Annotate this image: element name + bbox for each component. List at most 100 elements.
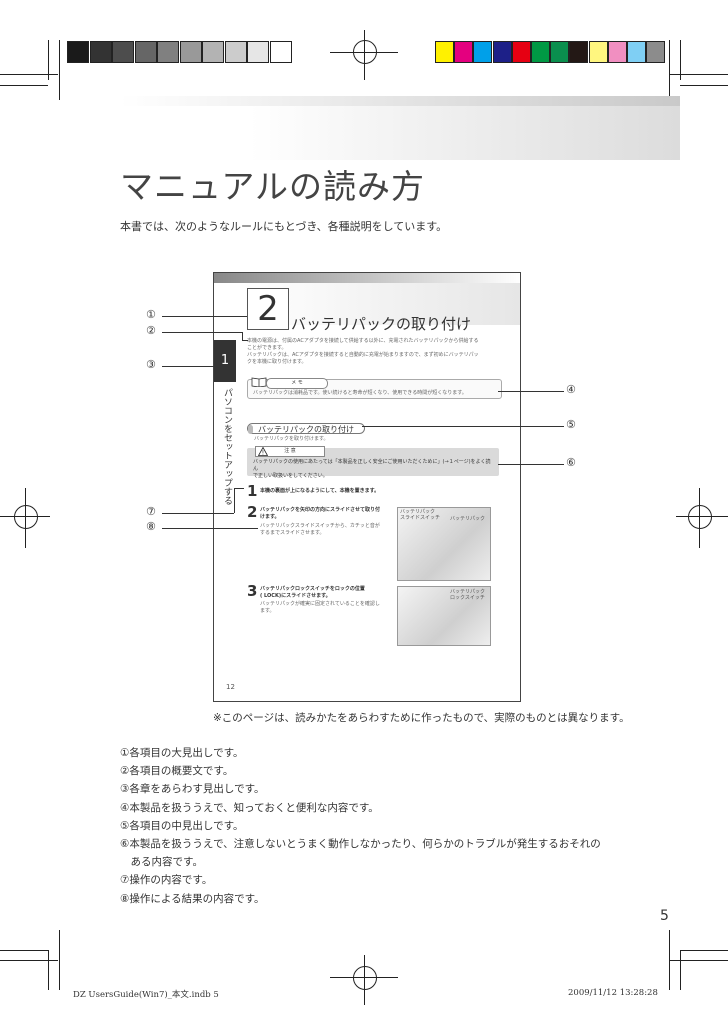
color-swatch [588, 41, 608, 63]
sample-page-number: 12 [226, 683, 235, 691]
page-number: 5 [660, 908, 669, 924]
sample-memo-label: メ モ [266, 378, 328, 389]
header-gradient-band [250, 106, 680, 160]
svg-text:!: ! [262, 450, 264, 456]
callout-8: ⑧ [146, 520, 156, 533]
sample-photo1-caption-line: スライドスイッチ [400, 515, 441, 521]
sample-step2-number: 2 [247, 503, 258, 521]
legend-item: ②各項目の概要文です。 [120, 765, 234, 778]
sample-overview-line: バッテリパックは、ACアダプタを接続すると自動的に充電が始まりますので、まず初め… [247, 352, 479, 358]
callout-6-line [498, 464, 564, 465]
sample-subheading-cap [248, 425, 253, 434]
sample-caution-label-text: 注 意 [284, 448, 296, 454]
callout-4-line [498, 391, 564, 392]
sample-photo1-caption-right: バッテリパック [450, 516, 486, 522]
color-swatch [627, 41, 646, 63]
gray-swatch [179, 41, 202, 63]
registration-mark-left [14, 505, 38, 529]
book-icon [251, 377, 267, 387]
sample-caution-text: バッテリパックの使用にあたっては「本製品を正しく安全にご使用いただくために」(→… [253, 459, 493, 480]
legend-list: ①各項目の大見出しです。 ②各項目の概要文です。 ③各章をあらわす見出しです。 … [120, 744, 601, 908]
callout-2-line-end [242, 340, 248, 341]
callout-2-line [162, 332, 242, 333]
sample-caution-box: ! 注 意 バッテリパックの使用にあたっては「本製品を正しく安全にご使用いただく… [247, 446, 499, 479]
callout-1-line [162, 316, 247, 317]
sample-step3-text-line: バッテリパックロックスイッチをロックの位置 [260, 586, 365, 592]
callout-7-line-end [234, 488, 244, 489]
sample-chapter-title: バッテリパックの取り付け [291, 315, 472, 333]
sample-step3-text: バッテリパックロックスイッチをロックの位置 ( LOCK)にスライドさせます。 [260, 586, 365, 600]
callout-3: ③ [146, 358, 156, 371]
callout-8-line [162, 528, 258, 529]
callout-7-line [162, 513, 234, 514]
sample-photo1-caption-left: バッテリパック スライドスイッチ [400, 509, 440, 521]
sample-memo-text: バッテリパックは消耗品です。使い続けると寿命が短くなり、使用できる時間が短くなり… [253, 390, 467, 396]
color-swatch [569, 41, 589, 63]
sample-photo1-caption-line: バッテリパック [400, 509, 436, 515]
gray-swatch [269, 41, 292, 63]
sample-subheading: バッテリパックの取り付け [247, 423, 365, 434]
legend-item: ある内容です。 [120, 856, 203, 869]
sample-step1-number: 1 [247, 482, 258, 500]
legend-item: ④本製品を扱ううえで、知っておくと便利な内容です。 [120, 801, 379, 814]
sample-photo-battery-lock [397, 586, 491, 646]
sample-photo2-caption: バッテリパック ロックスイッチ [450, 589, 485, 601]
sample-overview-line: 本機の電源は、付属のACアダプタを接続して供給する以外に、充電されたバッテリパッ… [247, 338, 479, 344]
callout-5-line [362, 426, 564, 427]
sample-step2-sub: バッテリパックスライドスイッチから、カチッと音が するまでスライドさせます。 [260, 523, 380, 537]
footer-timestamp: 2009/11/12 13:28:28 [568, 988, 658, 998]
sample-photo2-caption-line: ロックスイッチ [450, 595, 485, 601]
sample-top-bar [214, 273, 520, 283]
sample-step3-text-line: ( LOCK)にスライドさせます。 [260, 593, 331, 599]
gray-swatch [247, 41, 269, 63]
sample-photo2-caption-line: バッテリパック [450, 589, 486, 595]
sample-overview-line: クを本機に取り付けます。 [247, 359, 307, 365]
sample-page: 2 バッテリパックの取り付け 1 パソコンをセットアップする 本機の電源は、付属… [213, 272, 521, 702]
color-swatch [646, 41, 666, 63]
sample-step3-sub: バッテリパックが確実に固定されていることを確認し ます。 [260, 601, 380, 615]
sample-photo-battery-slide [397, 507, 491, 581]
sample-caution-label: ! 注 意 [255, 446, 325, 457]
sample-step2-text-line: けます。 [260, 514, 280, 520]
gray-swatch [224, 41, 247, 63]
sample-chapter-number: 2 [247, 288, 289, 330]
intro-text: 本書では、次のようなルールにもとづき、各種説明をしています。 [120, 220, 448, 233]
gray-swatch [157, 41, 179, 63]
callout-6: ⑥ [566, 456, 576, 469]
legend-item: ③各章をあらわす見出しです。 [120, 783, 265, 796]
sample-step2-sub-line: バッテリパックスライドスイッチから、カチッと音が [260, 523, 380, 529]
gray-swatch [112, 41, 134, 63]
header-gradient-bar [120, 96, 680, 106]
page-title: マニュアルの読み方 [120, 167, 426, 206]
registration-mark-right [688, 505, 712, 529]
color-swatch [531, 41, 550, 63]
legend-item: ⑥本製品を扱ううえで、注意しないとうまく動作しなかったり、何らかのトラブルが発生… [120, 838, 601, 851]
sample-step3-sub-line: ます。 [260, 608, 275, 614]
callout-2: ② [146, 324, 156, 337]
sample-step1-text: 本機の裏面が上になるようにして、本機を置きます。 [260, 488, 380, 494]
sample-subheading-desc: バッテリパックを取り付けます。 [254, 436, 329, 442]
sample-memo-box: メ モ バッテリパックは消耗品です。使い続けると寿命が短くなり、使用できる時間が… [247, 377, 502, 399]
sample-caution-line: で正しい取扱いをしてください。 [253, 473, 328, 479]
callout-7-line-vertical [234, 488, 235, 513]
sample-step2-text-line: バッテリパックを矢印の方向にスライドさせて取り付 [260, 507, 381, 513]
sample-caution-line: バッテリパックの使用にあたっては「本製品を正しく安全にご使用いただくために」(→… [253, 459, 491, 472]
sample-side-text: パソコンをセットアップする [222, 388, 232, 505]
sample-overview: 本機の電源は、付属のACアダプタを接続して供給する以外に、充電されたバッテリパッ… [247, 338, 497, 366]
callout-1: ① [146, 308, 156, 321]
color-swatch [550, 41, 570, 63]
registration-mark-bottom [353, 966, 377, 990]
warning-icon: ! [258, 447, 268, 456]
callout-4: ④ [566, 383, 576, 396]
callout-5: ⑤ [566, 418, 576, 431]
gray-swatch [202, 41, 224, 63]
color-swatch [435, 41, 454, 63]
callout-3-line [162, 366, 232, 367]
disclaimer-note: ※このページは、読みかたをあらわすために作ったもので、実際のものとは異なります。 [213, 712, 630, 724]
color-swatch [454, 41, 474, 63]
legend-item: ⑧操作による結果の内容です。 [120, 892, 265, 905]
gray-swatch [134, 41, 157, 63]
gray-swatch [67, 41, 89, 63]
sample-step2-sub-line: するまでスライドさせます。 [260, 530, 325, 536]
color-swatch [607, 41, 627, 63]
